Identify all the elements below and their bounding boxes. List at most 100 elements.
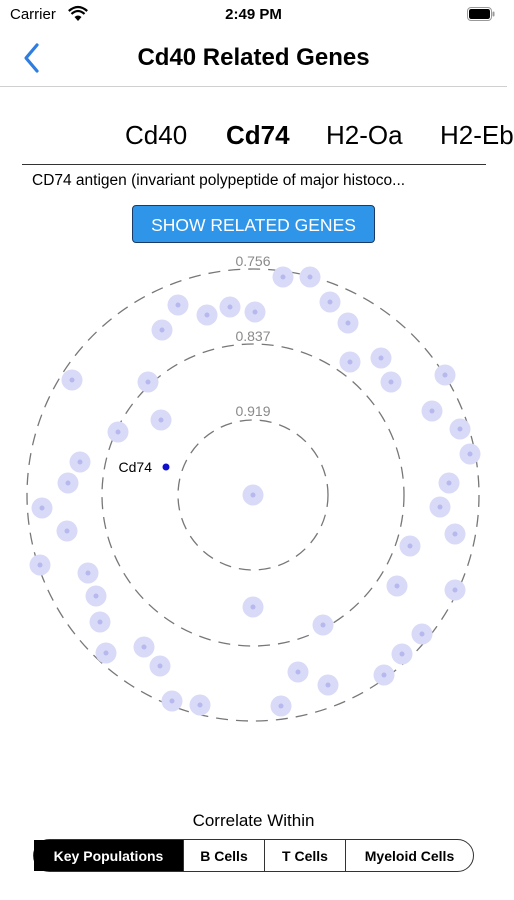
- gene-tab-cd40[interactable]: Cd40: [125, 120, 188, 150]
- wifi-icon: [68, 5, 88, 21]
- gene-dot[interactable]: [434, 364, 456, 386]
- gene-dot-core: [169, 698, 175, 704]
- gene-dot[interactable]: [438, 472, 460, 494]
- gene-dot-core: [467, 451, 473, 457]
- gene-dot-core: [446, 480, 452, 486]
- segment-b-cells[interactable]: B Cells: [184, 840, 265, 871]
- gene-dot-core: [325, 682, 331, 688]
- gene-tab-strip[interactable]: Cd40 Cd74 H2-Oa H2-Eb: [22, 108, 514, 165]
- gene-dot-core: [93, 593, 99, 599]
- gene-dot[interactable]: [219, 296, 241, 318]
- gene-dot[interactable]: [411, 623, 433, 645]
- gene-dot-core: [252, 309, 258, 315]
- gene-dot-core: [295, 669, 301, 675]
- gene-dot[interactable]: [380, 371, 402, 393]
- gene-dot[interactable]: [337, 312, 359, 334]
- gene-dot[interactable]: [299, 266, 321, 288]
- gene-dot-core: [307, 274, 313, 280]
- gene-dot[interactable]: [89, 611, 111, 633]
- gene-dot[interactable]: [399, 535, 421, 557]
- gene-dot-core: [175, 302, 181, 308]
- gene-dot[interactable]: [421, 400, 443, 422]
- gene-dot[interactable]: [69, 451, 91, 473]
- population-segmented-control: Key Populations B Cells T Cells Myeloid …: [33, 839, 474, 872]
- gene-dot[interactable]: [242, 596, 264, 618]
- gene-dot[interactable]: [444, 523, 466, 545]
- gene-dots: [29, 266, 481, 717]
- gene-dot[interactable]: [77, 562, 99, 584]
- gene-dot[interactable]: [244, 301, 266, 323]
- ring-label-inner: 0.919: [235, 403, 270, 419]
- gene-dot-core: [327, 299, 333, 305]
- page-title: Cd40 Related Genes: [137, 44, 370, 71]
- highlight-gene-label: Cd74: [119, 459, 153, 475]
- gene-dot[interactable]: [429, 496, 451, 518]
- gene-dot-core: [457, 426, 463, 432]
- gene-dot[interactable]: [29, 554, 51, 576]
- gene-dot[interactable]: [319, 291, 341, 313]
- gene-dot[interactable]: [31, 497, 53, 519]
- gene-dot-core: [320, 622, 326, 628]
- gene-dot[interactable]: [151, 319, 173, 341]
- gene-dot[interactable]: [149, 655, 171, 677]
- gene-dot-core: [437, 504, 443, 510]
- gene-dot-core: [69, 377, 75, 383]
- radial-correlation-plot[interactable]: 0.919 0.837 0.756 Cd74: [0, 245, 507, 735]
- gene-dot[interactable]: [287, 661, 309, 683]
- gene-dot[interactable]: [449, 418, 471, 440]
- ring-middle: [101, 343, 405, 647]
- gene-dot[interactable]: [150, 409, 172, 431]
- gene-dot-core: [250, 492, 256, 498]
- gene-dot[interactable]: [107, 421, 129, 443]
- gene-dot[interactable]: [56, 520, 78, 542]
- chevron-left-icon: [24, 43, 39, 73]
- gene-dot[interactable]: [272, 266, 294, 288]
- gene-dot-core: [381, 672, 387, 678]
- gene-dot[interactable]: [444, 579, 466, 601]
- gene-dot-core: [388, 379, 394, 385]
- gene-dot[interactable]: [459, 443, 481, 465]
- status-bar: Carrier 2:49 PM: [0, 0, 507, 32]
- gene-dot-core: [407, 543, 413, 549]
- gene-tab-h2-oa[interactable]: H2-Oa: [326, 120, 403, 150]
- gene-dot[interactable]: [189, 694, 211, 716]
- gene-dot[interactable]: [167, 294, 189, 316]
- gene-dot-core: [39, 505, 45, 511]
- gene-tab-h2-eb[interactable]: H2-Eb: [440, 120, 514, 150]
- gene-dot[interactable]: [57, 472, 79, 494]
- gene-dot[interactable]: [196, 304, 218, 326]
- back-button[interactable]: [20, 40, 50, 76]
- gene-dot[interactable]: [270, 695, 292, 717]
- gene-dot[interactable]: [370, 347, 392, 369]
- gene-dot[interactable]: [242, 484, 264, 506]
- gene-dot-core: [85, 570, 91, 576]
- show-related-genes-button[interactable]: SHOW RELATED GENES: [132, 205, 375, 243]
- segment-key-populations[interactable]: Key Populations: [34, 840, 184, 871]
- highlight-gene-dot[interactable]: [162, 463, 170, 471]
- gene-dot[interactable]: [386, 575, 408, 597]
- gene-dot-core: [37, 562, 43, 568]
- gene-dot-core: [452, 531, 458, 537]
- gene-dot[interactable]: [95, 642, 117, 664]
- gene-dot[interactable]: [85, 585, 107, 607]
- segment-t-cells[interactable]: T Cells: [265, 840, 346, 871]
- segment-myeloid-cells[interactable]: Myeloid Cells: [364, 847, 455, 864]
- gene-dot-core: [452, 587, 458, 593]
- gene-dot[interactable]: [133, 636, 155, 658]
- gene-dot-core: [345, 320, 351, 326]
- gene-dot-core: [159, 327, 165, 333]
- gene-dot[interactable]: [317, 674, 339, 696]
- gene-dot[interactable]: [373, 664, 395, 686]
- ring-label-middle: 0.837: [235, 328, 270, 344]
- gene-dot[interactable]: [312, 614, 334, 636]
- gene-dot[interactable]: [137, 371, 159, 393]
- gene-dot[interactable]: [61, 369, 83, 391]
- gene-tab-cd74[interactable]: Cd74: [226, 120, 290, 150]
- gene-dot-core: [157, 663, 163, 669]
- carrier-label: Carrier: [10, 6, 56, 23]
- gene-description: CD74 antigen (invariant polypeptide of m…: [32, 172, 406, 189]
- gene-dot[interactable]: [161, 690, 183, 712]
- gene-dot[interactable]: [391, 643, 413, 665]
- gene-dot[interactable]: [339, 351, 361, 373]
- ring-inner: [177, 419, 329, 571]
